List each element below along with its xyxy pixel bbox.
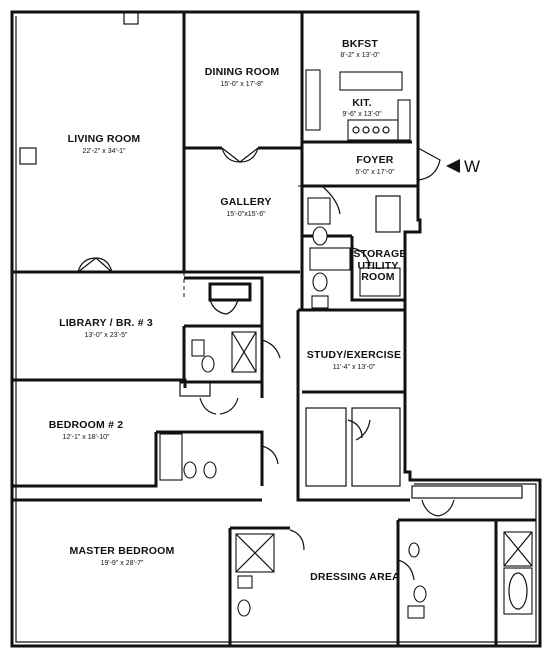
kit-dims: 9'-6" x 13'-0"	[342, 111, 382, 118]
foyer-name: FOYER	[356, 154, 393, 166]
entry-arrow-icon	[446, 159, 460, 173]
entry-label: W	[464, 157, 480, 176]
exterior-walls	[10, 10, 542, 648]
room-labels: LIVING ROOM 22'-2" x 34'-1" DINING ROOM …	[49, 38, 407, 583]
bedroom2-dims: 12'-1" x 18'-10"	[63, 434, 110, 441]
bedroom2-name: BEDROOM # 2	[49, 419, 124, 431]
gallery-dims: 15'-0"x15'-6"	[226, 211, 266, 218]
interior-walls	[12, 12, 536, 646]
bkfst-name: BKFST	[342, 38, 378, 50]
library-name: LIBRARY / BR. # 3	[59, 317, 153, 329]
closets	[19, 11, 523, 499]
storage-name: STORAGE	[353, 248, 406, 260]
dressing-area-name: DRESSING AREA	[310, 571, 400, 583]
dining-room-dims: 15'-0" x 17'-8"	[220, 81, 264, 88]
bkfst-dims: 8'-2" x 13'-0"	[340, 52, 380, 59]
library-dims: 13'-0" x 23'-5"	[84, 332, 128, 339]
kit-name: KIT.	[352, 97, 371, 109]
living-room-name: LIVING ROOM	[68, 133, 141, 145]
foyer-dims: 5'-0" x 17'-0"	[355, 169, 395, 176]
utility-name-line2: ROOM	[361, 271, 395, 283]
kitchen-fixtures	[305, 69, 411, 141]
entry-marker: W	[446, 157, 480, 176]
living-room-dims: 22'-2" x 34'-1"	[82, 148, 126, 155]
study-dims: 11'-4" x 13'-0"	[333, 364, 376, 371]
study-name: STUDY/EXERCISE	[307, 349, 401, 361]
gallery-name: GALLERY	[220, 196, 271, 208]
utility-name: UTILITY	[357, 260, 398, 272]
bathroom-fixtures	[159, 197, 533, 619]
master-bedroom-dims: 19'-9" x 28'-7"	[100, 560, 144, 567]
doors	[77, 147, 455, 581]
dashed-openings	[183, 185, 302, 300]
master-bedroom-name: MASTER BEDROOM	[70, 545, 175, 557]
dining-room-name: DINING ROOM	[205, 66, 280, 78]
